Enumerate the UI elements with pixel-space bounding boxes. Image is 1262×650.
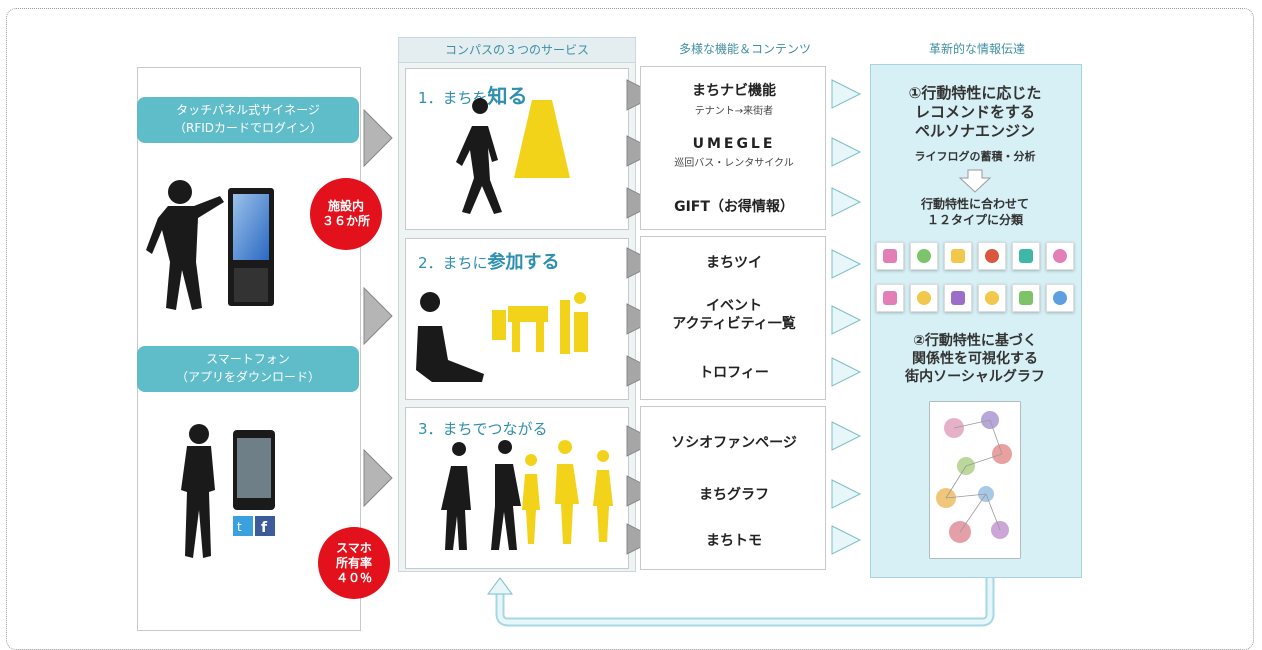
persona-type-icon [910, 284, 938, 312]
persona-glyph-icon [1053, 249, 1067, 263]
smartphone-badge-line3: ４０％ [335, 570, 372, 585]
persona-glyph-icon [883, 291, 897, 305]
features-box-3 [640, 406, 826, 570]
persona-glyph-icon [951, 291, 965, 305]
facebook-icon [255, 516, 275, 536]
persona-type-icon [1012, 284, 1040, 312]
persona-icon-grid [876, 242, 1086, 312]
service-title-know: 1．まちを知る [418, 84, 528, 108]
shopping-bag-icon [514, 100, 570, 178]
header-services: コンパスの３つのサービス [398, 37, 636, 63]
persona-glyph-icon [985, 249, 999, 263]
signage-badge-line2: ３６か所 [321, 214, 370, 228]
feature-socio-fanpage: ソシオファンページ [671, 435, 797, 451]
twitter-icon [233, 516, 253, 536]
feature-trophy: トロフィー [699, 365, 769, 381]
arrow-right-icon [831, 249, 862, 279]
arrow-up-icon [487, 577, 513, 595]
feature-machitomo: まちトモ [706, 533, 762, 549]
persona-type-icon [876, 242, 904, 270]
feature-machinavi: まちナビ機能テナント→来街者 [692, 83, 776, 117]
signage-kiosk-icon [228, 188, 274, 306]
persona-engine-text: ①行動特性に応じた レコメンドをする ペルソナエンジン [908, 84, 1042, 140]
persona-glyph-icon [1019, 249, 1033, 263]
person-pointing-icon [146, 180, 224, 310]
features-box-1 [640, 66, 826, 230]
service-card-know [405, 68, 629, 230]
group-people-icon [522, 440, 613, 544]
arrow-right-icon [831, 137, 862, 167]
signage-label-line1: タッチパネル式サイネージ [176, 103, 320, 117]
arrow-right-icon [363, 108, 393, 168]
svg-text:f: f [261, 520, 268, 536]
arrow-right-icon [831, 421, 862, 451]
arrow-right-icon [831, 525, 862, 555]
persona-glyph-icon [985, 291, 999, 305]
feature-event: イベント アクティビティ一覧 [672, 298, 796, 332]
persona-type-icon [876, 284, 904, 312]
classify-text: 行動特性に合わせて １２タイプに分類 [920, 197, 1029, 227]
persona-type-icon [1046, 242, 1074, 270]
device-arrows [363, 108, 393, 508]
smartphone-label-line1: スマートフォン [206, 352, 290, 366]
signage-badge-line1: 施設内 [327, 199, 364, 213]
smartphone-device-icon [233, 430, 275, 510]
persona-glyph-icon [917, 291, 931, 305]
persona-type-icon [944, 242, 972, 270]
sitting-person-icon [416, 292, 484, 382]
lifelog-text: ライフログの蓄積・分析 [914, 150, 1036, 163]
arrow-right-icon [831, 79, 862, 109]
persona-type-icon [978, 242, 1006, 270]
persona-glyph-icon [917, 249, 931, 263]
smartphone-illustration: t f [181, 424, 275, 558]
service-illustration-know [456, 98, 570, 214]
signage-label-line2: （RFIDカードでログイン） [173, 121, 323, 135]
smartphone-badge: スマホ 所有率 ４０％ [318, 527, 390, 599]
service-title-connect: 3．まちでつながる [418, 420, 548, 438]
signage-badge: 施設内 ３６か所 [310, 178, 382, 250]
service-illustration-connect [441, 440, 613, 550]
features-box-2 [640, 236, 826, 400]
persona-type-icon [910, 242, 938, 270]
social-graph-text: ②行動特性に基づく 関係性を可視化する 街内ソーシャルグラフ [905, 333, 1045, 385]
business-people-icon [441, 440, 521, 550]
arrow-right-icon [831, 357, 862, 387]
feedback-loop-arrow [487, 577, 995, 627]
persona-glyph-icon [951, 249, 965, 263]
persona-type-icon [1046, 284, 1074, 312]
arrow-right-icon [831, 305, 862, 335]
feature-info-arrows [831, 79, 862, 555]
smartphone-label-line2: （アプリをダウンロード） [175, 370, 320, 384]
persona-glyph-icon [1019, 291, 1033, 305]
feature-gift: GIFT（お得情報） [674, 199, 794, 215]
person-with-phone-icon [181, 424, 215, 558]
smartphone-label: スマートフォン （アプリをダウンロード） [137, 346, 359, 392]
arrow-right-icon [831, 187, 862, 217]
walking-person-icon [456, 98, 502, 214]
musicians-icon [492, 292, 588, 354]
persona-type-icon [944, 284, 972, 312]
social-graph-image [929, 401, 1021, 559]
arrow-right-icon [363, 286, 393, 346]
feature-machitsui: まちツイ [706, 255, 762, 271]
service-title-join: 2．まちに参加する [418, 252, 560, 273]
arrow-right-icon [363, 448, 393, 508]
header-features: 多様な機能＆コンテンツ [678, 42, 811, 56]
persona-type-icon [1012, 242, 1040, 270]
signage-label: タッチパネル式サイネージ （RFIDカードでログイン） [137, 97, 359, 143]
header-info: 革新的な情報伝達 [928, 42, 1025, 56]
smartphone-badge-line1: スマホ [336, 540, 372, 555]
persona-type-icon [978, 284, 1006, 312]
down-arrow-icon [958, 169, 992, 193]
arrow-right-icon [831, 479, 862, 509]
persona-glyph-icon [1053, 291, 1067, 305]
signage-illustration [146, 180, 274, 310]
feature-machigraph: まちグラフ [699, 487, 769, 503]
persona-glyph-icon [883, 249, 897, 263]
smartphone-badge-line2: 所有率 [335, 555, 372, 570]
service-illustration-join [416, 292, 588, 382]
svg-text:t: t [237, 520, 242, 534]
